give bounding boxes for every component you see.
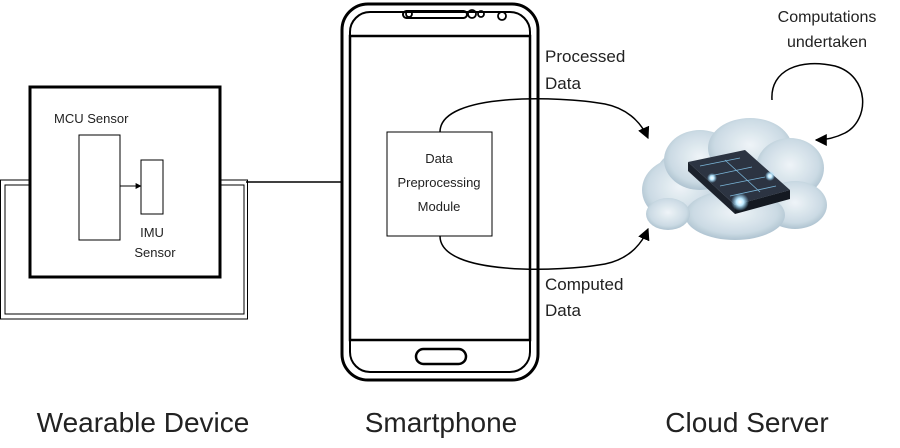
computed-data-arrow xyxy=(439,227,650,270)
server-top xyxy=(688,150,790,205)
imu-label-line1: IMU xyxy=(140,225,164,240)
phone-light-sensor-icon xyxy=(477,10,485,18)
computed-label-line1: Computed xyxy=(545,275,623,294)
phone-front-camera-icon xyxy=(497,11,507,21)
mcu-sensor-block xyxy=(78,134,121,241)
smartphone-caption: Smartphone xyxy=(365,407,518,438)
module-label-line2: Preprocessing xyxy=(397,175,480,190)
phone-speaker-icon xyxy=(402,10,468,19)
server-side-left xyxy=(688,162,735,214)
computation-loop-arrow xyxy=(771,62,864,146)
computed-label-line2: Data xyxy=(545,301,581,320)
smartphone-icon: Data Preprocessing Module xyxy=(340,2,540,382)
wearable-caption: Wearable Device xyxy=(37,407,250,438)
preprocessing-module-box xyxy=(386,131,493,237)
phone-camera-icon xyxy=(467,9,477,19)
module-label-line1: Data xyxy=(425,151,453,166)
mcu-sensor-label: MCU Sensor xyxy=(54,111,129,126)
server-glow-1 xyxy=(731,193,749,211)
processed-data-arrow xyxy=(439,98,650,140)
processed-label-line2: Data xyxy=(545,74,581,93)
computations-label-line1: Computations xyxy=(778,9,877,26)
imu-label-line2: Sensor xyxy=(134,245,176,260)
processed-label-line1: Processed xyxy=(545,47,625,66)
imu-sensor-block xyxy=(140,159,164,215)
wearable-device: MCU Sensor IMU Sensor xyxy=(0,85,248,320)
server-glow-3 xyxy=(765,171,775,181)
server-side-right xyxy=(735,190,790,214)
server-glow-2 xyxy=(707,173,717,183)
cloud-caption: Cloud Server xyxy=(665,407,828,438)
phone-home-button xyxy=(414,347,468,366)
module-label-line3: Module xyxy=(418,199,461,214)
phone-sensor-dot-icon xyxy=(405,10,413,18)
cloud-server-icon xyxy=(642,118,827,240)
wearable-body xyxy=(28,85,222,279)
computations-label-line2: undertaken xyxy=(787,34,867,51)
